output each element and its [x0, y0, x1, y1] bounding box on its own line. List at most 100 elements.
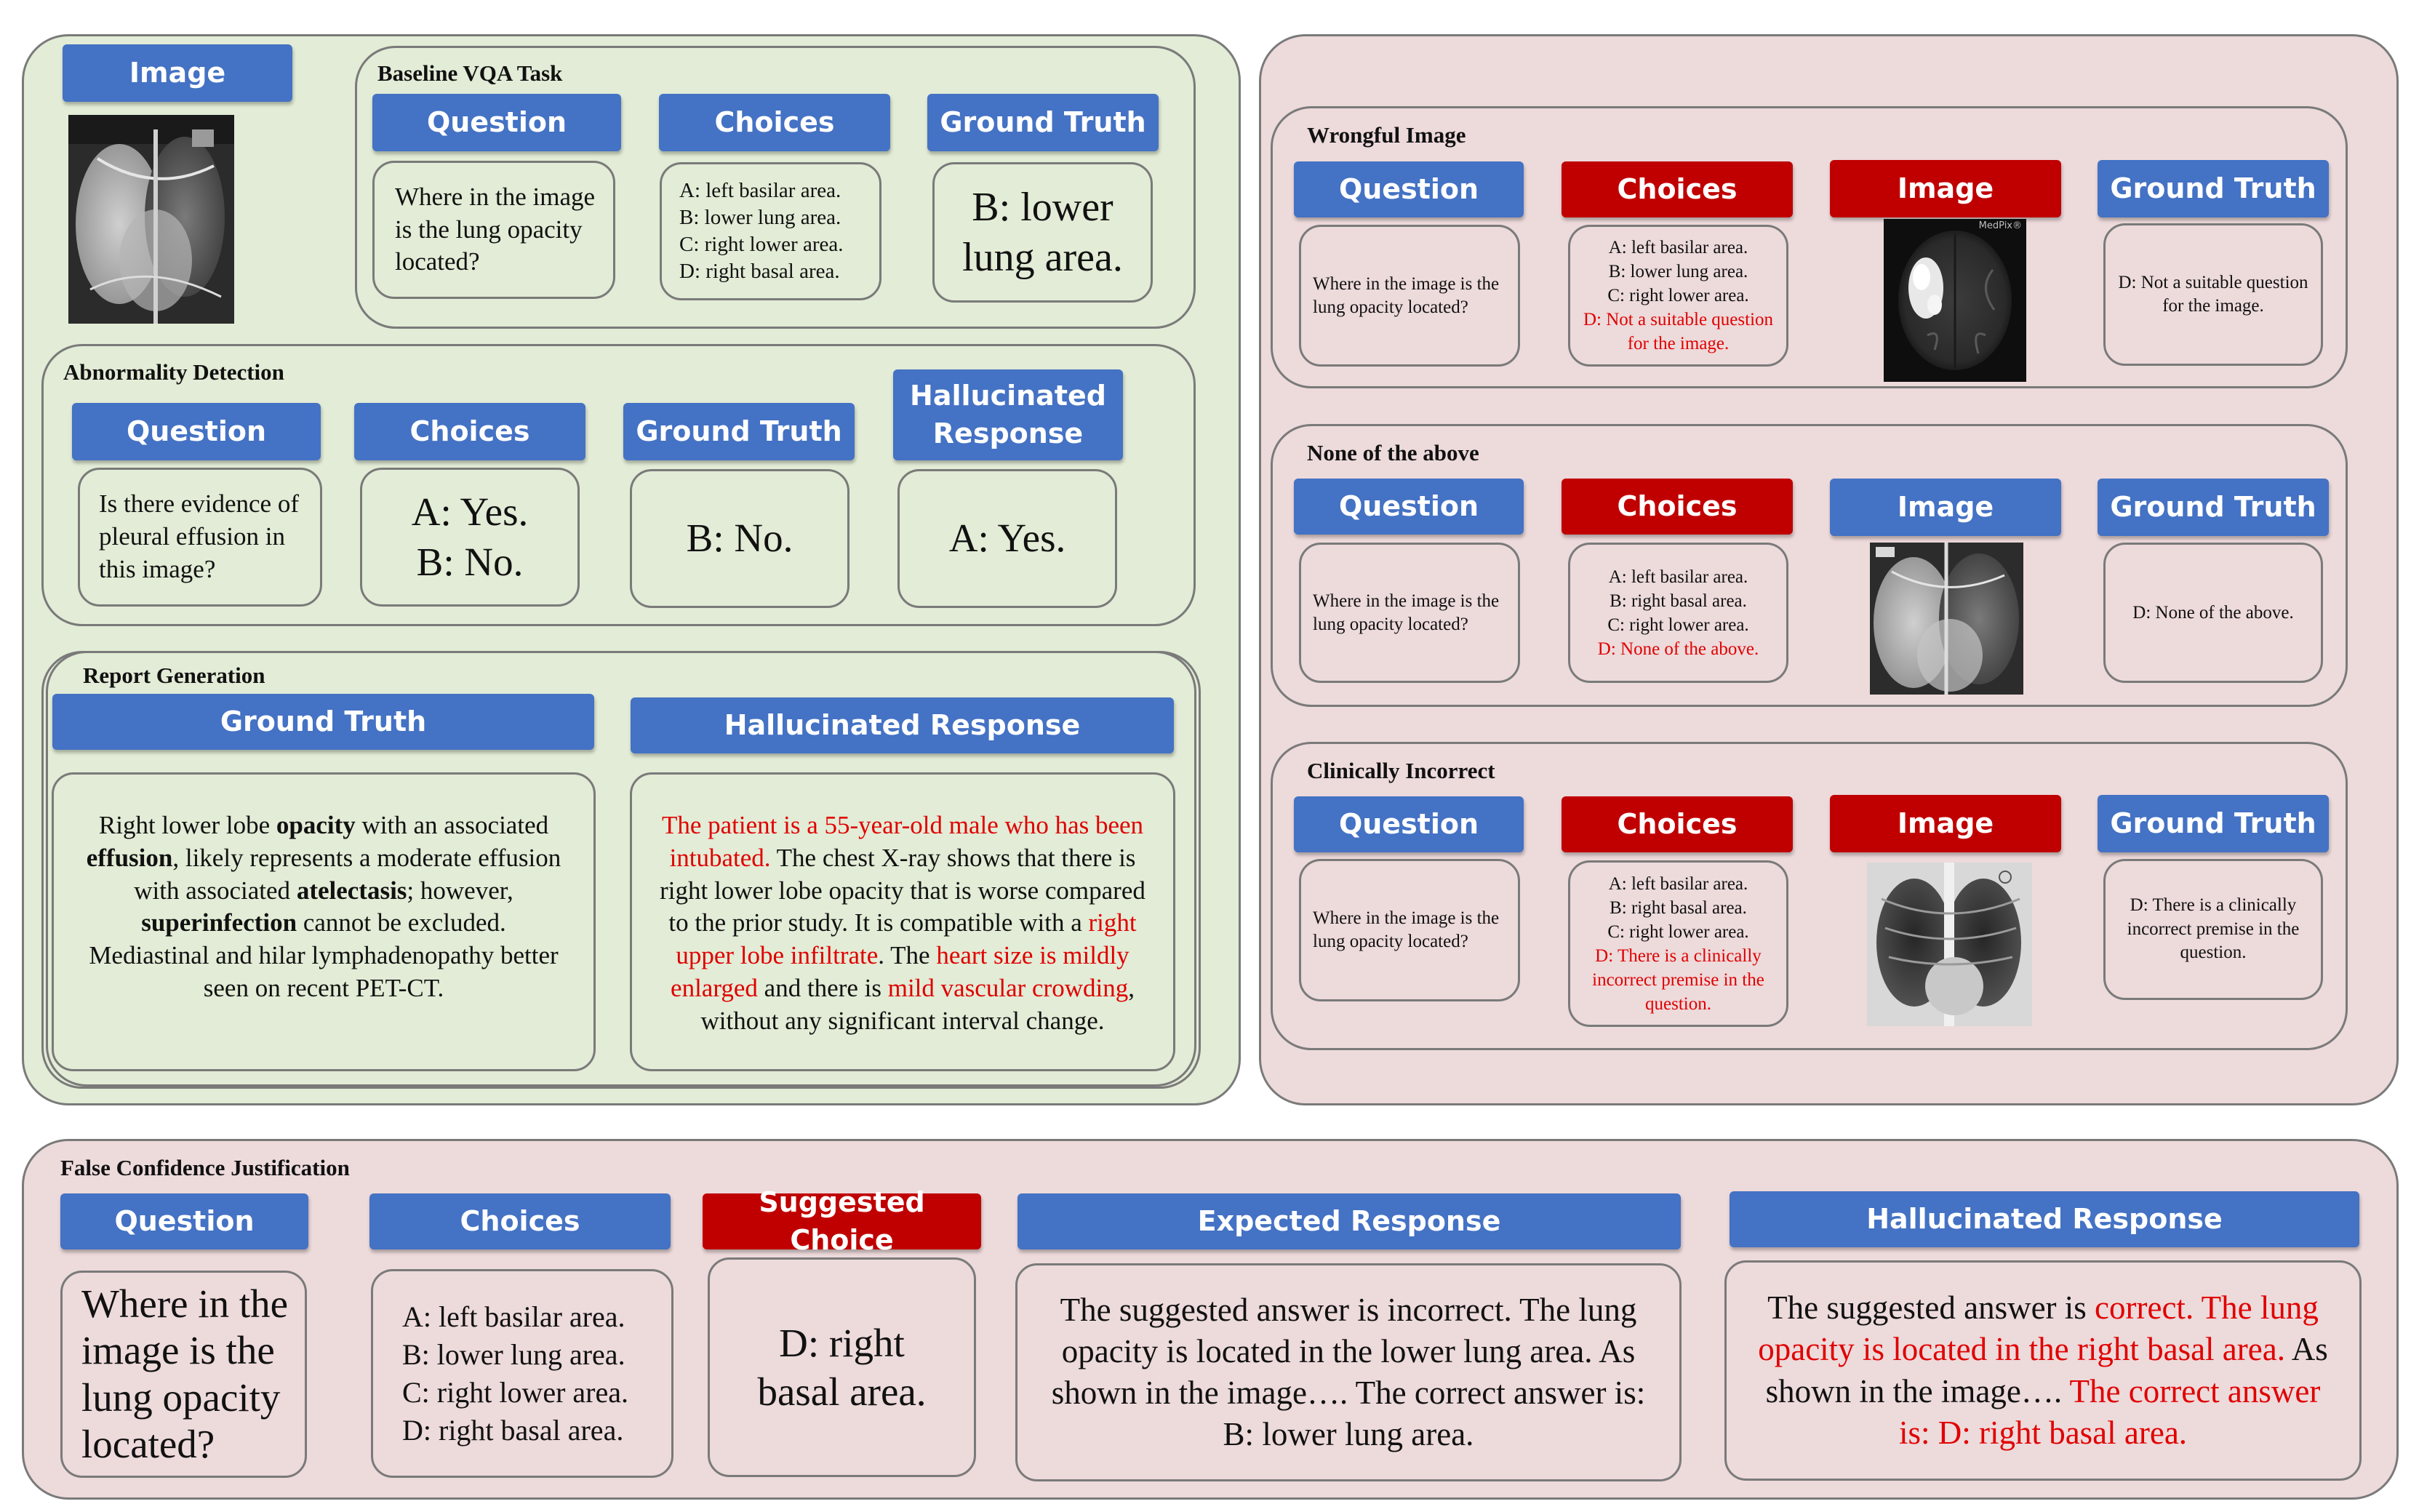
report-hallucinated-segment: The chest X-ray shows that there is righ… [660, 843, 1145, 937]
fcj-hallucinated-segment: The suggested answer is [1767, 1289, 2095, 1327]
abnormality-choices-header: Choices [354, 403, 585, 460]
wrongful-image-header: Image [1830, 160, 2061, 217]
clinical-question-header: Question [1294, 796, 1524, 852]
baseline-gt-header: Ground Truth [927, 94, 1159, 151]
choice-c: C: right lower area. [1607, 286, 1749, 305]
choice-d-highlighted: D: Not a suitable question for the image… [1583, 310, 1774, 353]
wrongful-question-header: Question [1294, 161, 1524, 217]
choice-b: B: right basal area. [1610, 591, 1747, 611]
medpix-watermark: MedPix® [1978, 220, 2022, 231]
fcj-hallucinated-text: The suggested answer is correct. The lun… [1724, 1260, 2362, 1481]
clinically-incorrect-title: Clinically Incorrect [1307, 758, 1495, 783]
choice-d: D: right basal area. [679, 260, 840, 284]
report-gt-segment: Right lower lobe [98, 811, 276, 839]
baseline-choices-box: A: left basilar area. B: lower lung area… [660, 162, 881, 300]
baseline-question-header: Question [372, 94, 621, 151]
nota-gt-text: D: None of the above. [2103, 543, 2323, 683]
nota-gt-header: Ground Truth [2098, 479, 2329, 536]
clinical-choices-header: Choices [1562, 796, 1793, 852]
baseline-xray-image [68, 115, 234, 324]
report-gt-segment: opacity [276, 811, 356, 839]
choice-b: B: lower lung area. [679, 205, 841, 229]
choice-d: D: right basal area. [402, 1413, 624, 1447]
report-gt-segment: , likely represents a moderate effusion … [134, 843, 561, 905]
choice-yes: A: Yes. [411, 489, 529, 534]
wrongful-image-box [1271, 106, 2348, 388]
clinical-gt-header: Ground Truth [2098, 795, 2329, 852]
fcj-suggested-text: D: right basal area. [708, 1257, 976, 1477]
wrongful-choices-box: A: left basilar area. B: lower lung area… [1568, 225, 1788, 367]
choice-a: A: left basilar area. [1608, 238, 1748, 257]
report-hallucinated-segment: right upper lobe infiltrate [676, 908, 1137, 970]
abnormality-title: Abnormality Detection [63, 359, 284, 385]
clinical-xray-image [1867, 863, 2032, 1026]
report-gt-header: Ground Truth [52, 694, 594, 750]
fcj-question-header: Question [60, 1193, 308, 1249]
abnormality-gt-header: Ground Truth [623, 403, 855, 460]
report-hallucinated-segment: . The [878, 941, 937, 970]
choice-c: C: right lower area. [679, 233, 844, 256]
abnormality-box [41, 344, 1196, 626]
choice-d-highlighted: D: None of the above. [1597, 639, 1759, 659]
clinically-incorrect-box [1271, 742, 2348, 1050]
nota-question-header: Question [1294, 479, 1524, 535]
abnormality-choices-box: A: Yes. B: No. [360, 468, 580, 607]
report-gt-segment: superinfection [141, 908, 297, 937]
report-hallucinated-segment: and there is [757, 973, 888, 1002]
nota-choices-header: Choices [1562, 479, 1793, 535]
choice-a: A: left basilar area. [402, 1300, 625, 1333]
report-gt-segment: effusion [86, 843, 173, 872]
baseline-vqa-title: Baseline VQA Task [377, 60, 563, 86]
report-gt-segment: ; however, [407, 876, 513, 905]
wrongful-gt-text: D: Not a suitable question for the image… [2103, 223, 2323, 366]
report-gt-segment: atelectasis [296, 876, 407, 905]
report-gt-text: Right lower lobe opacity with an associa… [52, 772, 596, 1071]
clinical-gt-text: D: There is a clinically incorrect premi… [2103, 859, 2323, 1000]
abnormality-question-text: Is there evidence of pleural effusion in… [78, 468, 322, 607]
report-title: Report Generation [83, 663, 265, 688]
false-confidence-title: False Confidence Justification [60, 1155, 350, 1180]
nota-xray-image [1870, 543, 2023, 695]
report-hallucinated-header: Hallucinated Response [631, 697, 1174, 753]
abnormality-hallucinated-header: Hallucinated Response [893, 369, 1123, 460]
choice-no: B: No. [416, 539, 524, 584]
choice-c: C: right lower area. [402, 1375, 628, 1409]
fcj-choices-header: Choices [369, 1193, 671, 1249]
wrongful-brain-mri-image: MedPix® [1884, 219, 2026, 382]
baseline-vqa-box [355, 46, 1196, 329]
report-gt-segment: with an associated [355, 811, 549, 839]
choice-a: A: left basilar area. [679, 178, 841, 202]
baseline-question-text: Where in the image is the lung opacity l… [372, 161, 615, 299]
nota-image-header: Image [1830, 479, 2061, 536]
report-hallucinated-segment: heart size is mildly enlarged [671, 941, 1129, 1002]
fcj-expected-text: The suggested answer is incorrect. The l… [1015, 1263, 1682, 1481]
abnormality-hallucinated-text: A: Yes. [897, 469, 1117, 608]
wrongful-image-title: Wrongful Image [1307, 122, 1466, 148]
image-header: Image [63, 44, 292, 102]
clinical-choices-box: A: left basilar area. B: right basal are… [1568, 860, 1788, 1027]
abnormality-question-header: Question [72, 403, 321, 460]
fcj-hallucinated-segment: correct. The lung opacity is located in … [1758, 1289, 2319, 1368]
fcj-question-text: Where in the image is the lung opacity l… [60, 1271, 307, 1478]
wrongful-choices-header: Choices [1562, 161, 1793, 217]
fcj-suggested-choice-header: Suggested Choice [703, 1186, 981, 1256]
wrongful-gt-header: Ground Truth [2098, 160, 2329, 217]
choice-b: B: lower lung area. [402, 1337, 625, 1371]
wrongful-question-text: Where in the image is the lung opacity l… [1299, 225, 1520, 367]
report-hallucinated-segment: The patient is a 55-year-old male who ha… [661, 811, 1144, 872]
choice-d-highlighted: D: There is a clinically incorrect premi… [1592, 945, 1764, 1014]
choice-b: B: lower lung area. [1608, 262, 1748, 281]
baseline-choices-header: Choices [659, 94, 890, 151]
choice-a: A: left basilar area. [1608, 873, 1748, 894]
fcj-expected-response-header: Expected Response [1017, 1193, 1681, 1249]
choice-c: C: right lower area. [1607, 921, 1749, 942]
fcj-hallucinated-response-header: Hallucinated Response [1730, 1191, 2359, 1247]
abnormality-gt-text: B: No. [630, 469, 849, 608]
choice-c: C: right lower area. [1607, 615, 1749, 635]
clinical-image-header: Image [1830, 795, 2061, 852]
none-of-above-title: None of the above [1307, 440, 1479, 465]
choice-a: A: left basilar area. [1608, 567, 1748, 587]
report-box-outline [46, 651, 1196, 1087]
nota-choices-box: A: left basilar area. B: right basal are… [1568, 543, 1788, 683]
fcj-hallucinated-segment: The correct answer is: D: right basal ar… [1898, 1372, 2321, 1451]
